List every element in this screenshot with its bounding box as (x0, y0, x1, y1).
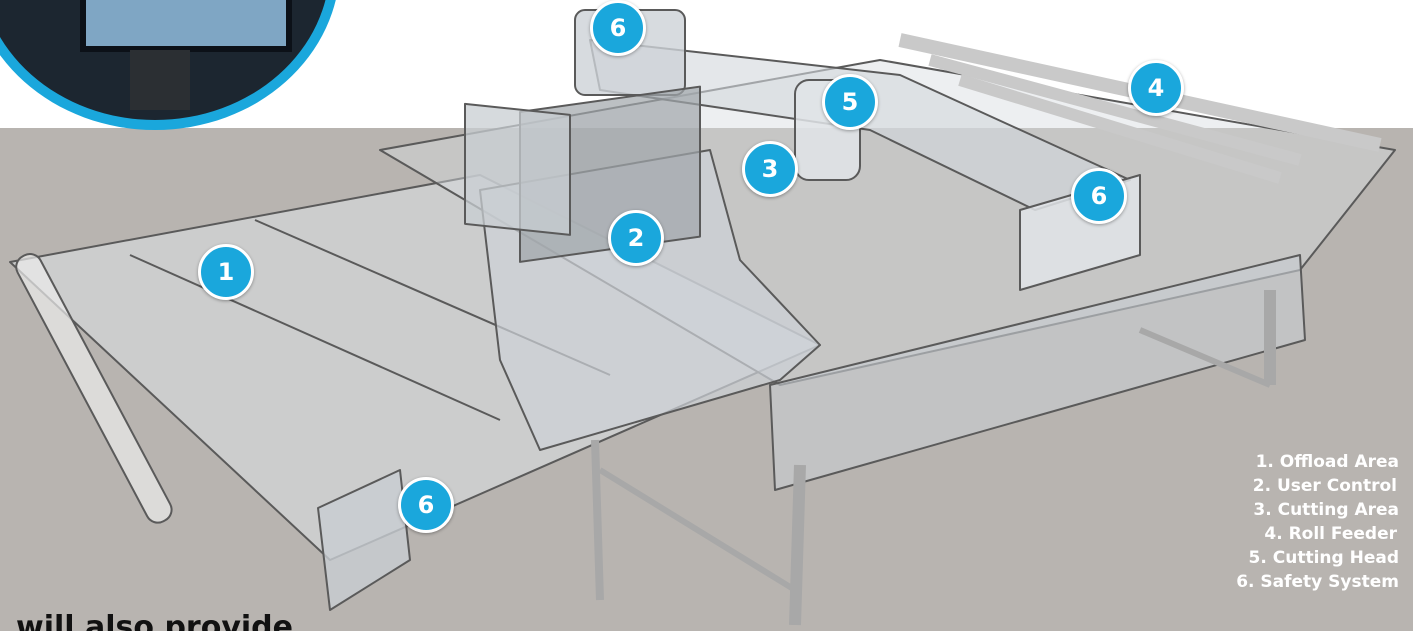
frame-side-rail (769, 254, 1306, 491)
callout-badge-2: 2 (608, 210, 664, 266)
upper-monitor (464, 102, 571, 236)
callout-badge-4: 4 (1128, 60, 1184, 116)
feeder-roller (928, 54, 1302, 166)
callout-badge-6c: 6 (398, 477, 454, 533)
component-legend: 1. Offload Area 2. User Control 3. Cutti… (1139, 450, 1399, 594)
legend-item-safety-system: 6. Safety System (1236, 572, 1399, 592)
legend-item-cutting-area: 3. Cutting Area (1253, 500, 1399, 520)
table-leg (591, 439, 604, 601)
feeder-roller (958, 74, 1282, 184)
callout-badge-6a: 6 (590, 0, 646, 56)
front-roller (15, 253, 173, 524)
table-leg (789, 464, 806, 626)
callout-badge-1: 1 (198, 244, 254, 300)
legend-item-user-control: 2. User Control (1252, 476, 1397, 496)
callout-badge-3: 3 (742, 141, 798, 197)
bottom-caption: will also provide (16, 610, 293, 631)
table-crossbar (598, 467, 797, 593)
offload-slat (129, 254, 501, 421)
offload-end-cap (317, 469, 411, 611)
legend-item-offload-area: 1. Offload Area (1255, 452, 1399, 472)
callout-badge-6b: 6 (1071, 168, 1127, 224)
table-crossbar (1138, 327, 1272, 388)
monitor-closeup-icon (0, 0, 340, 130)
callout-badge-5: 5 (822, 74, 878, 130)
inset-screen (80, 0, 292, 52)
inset-stand (130, 50, 190, 110)
legend-item-cutting-head: 5. Cutting Head (1248, 548, 1399, 568)
legend-item-roll-feeder: 4. Roll Feeder (1264, 524, 1397, 544)
